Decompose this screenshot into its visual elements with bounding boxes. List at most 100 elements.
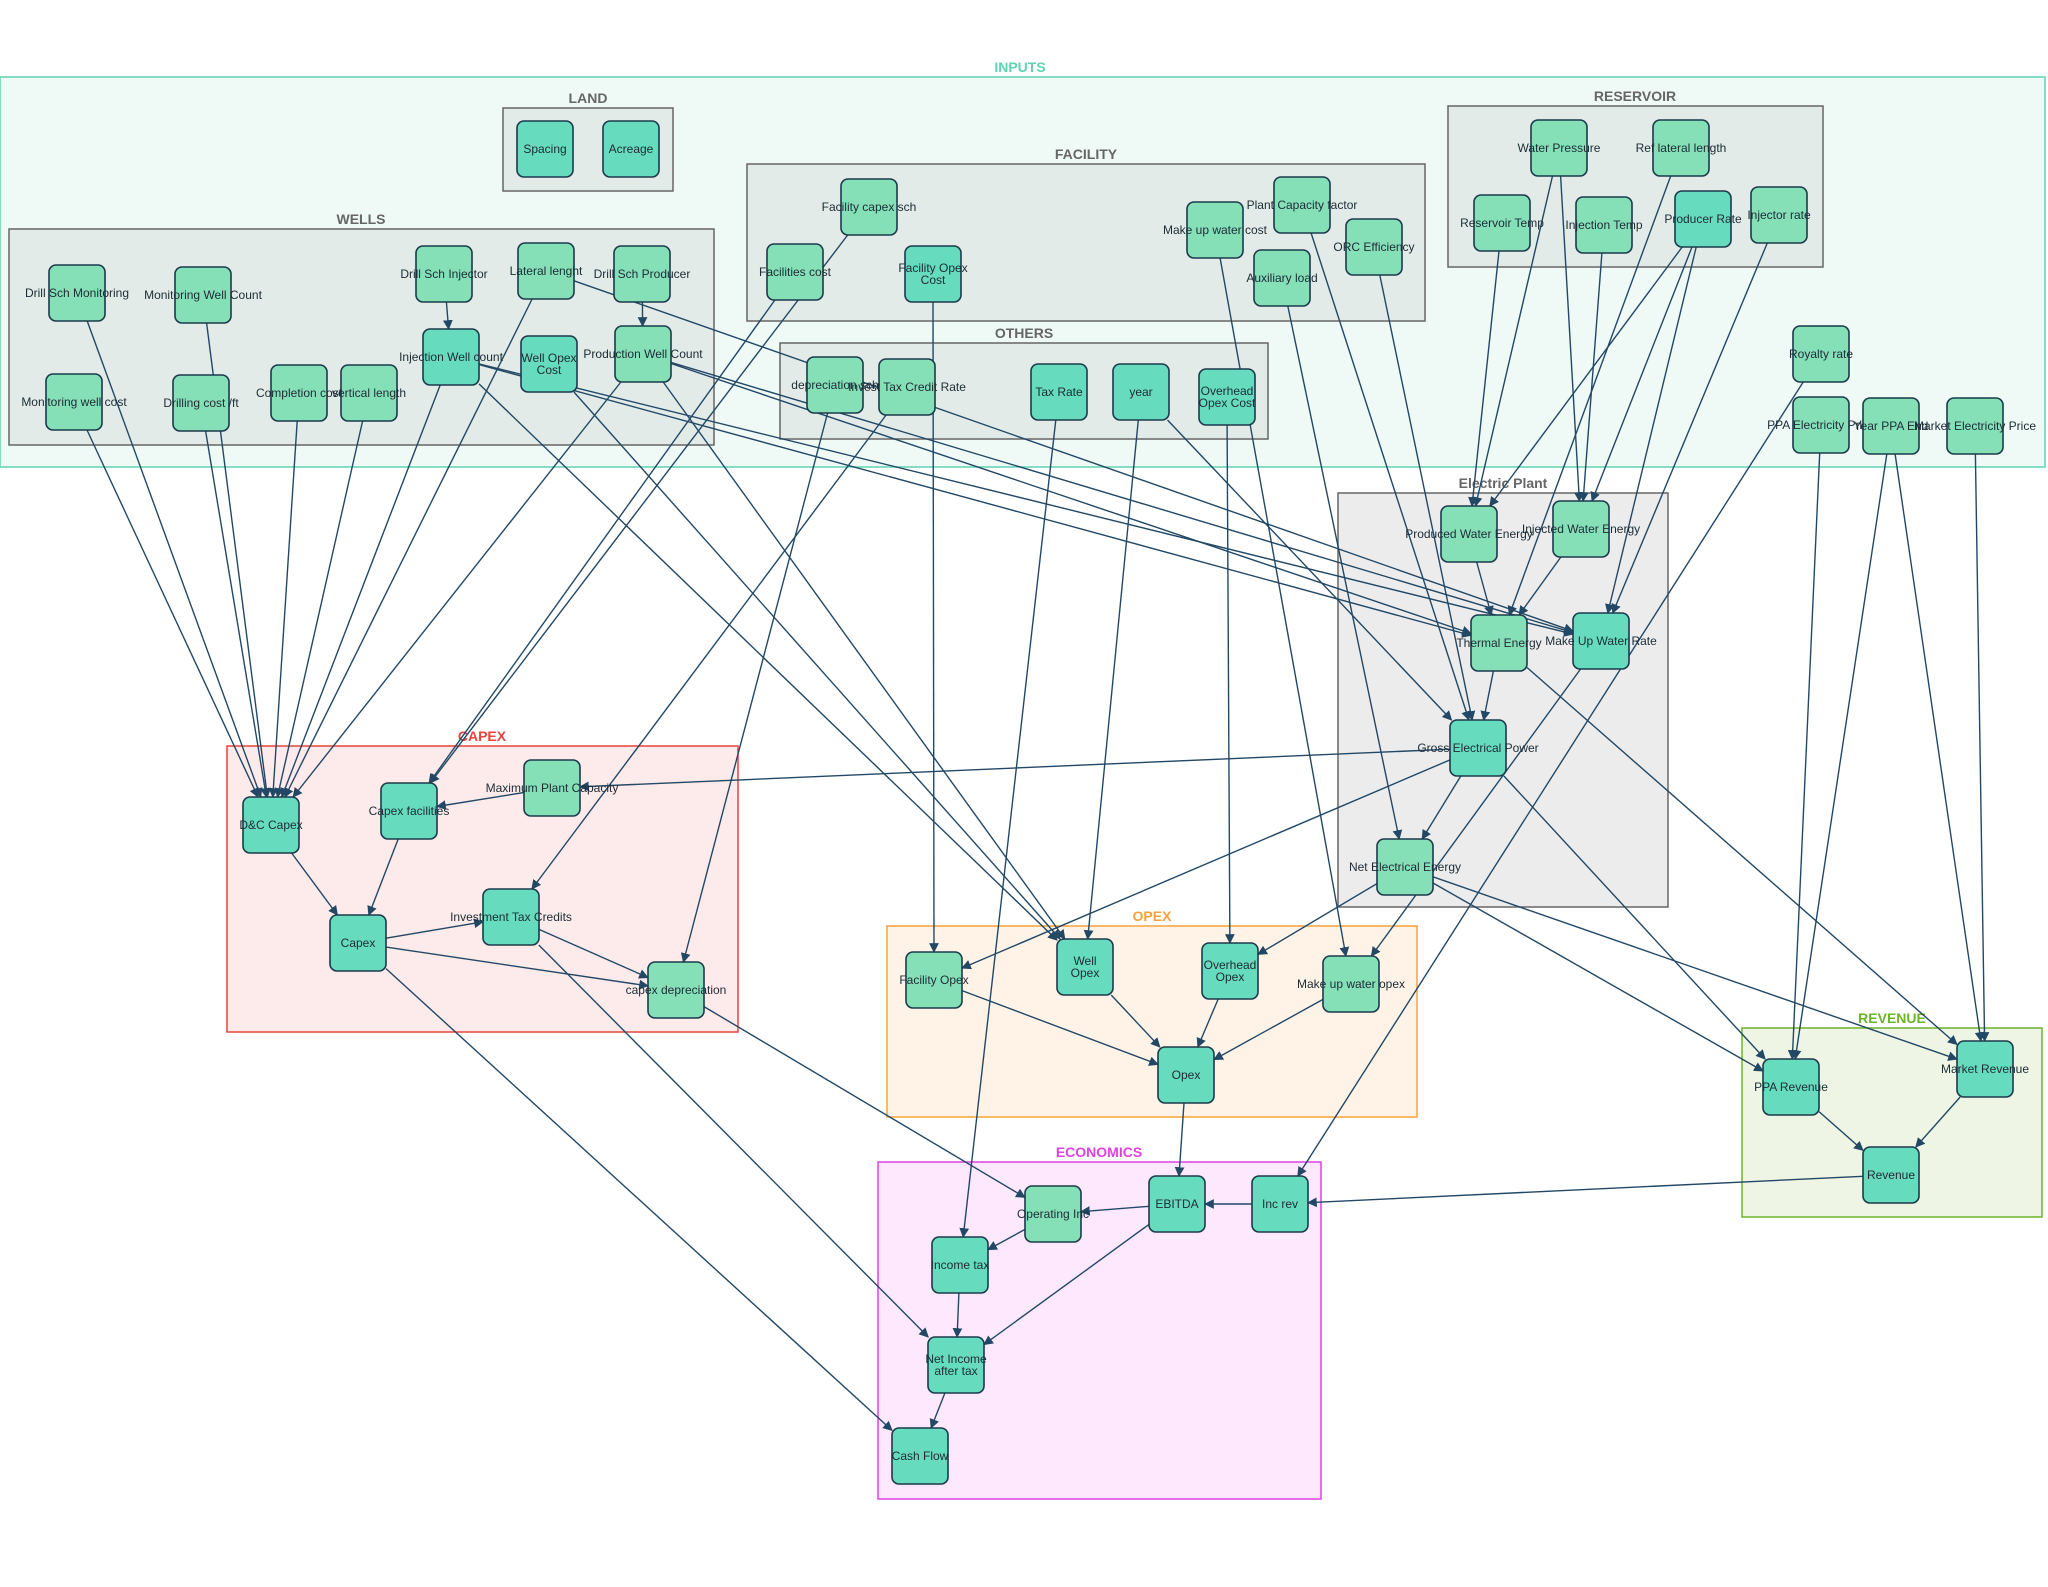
node-tax-rate-box[interactable] — [1030, 363, 1088, 421]
node-investment-tax-credits[interactable]: Investment Tax Credits — [450, 888, 572, 946]
node-royalty-rate[interactable]: Royalty rate — [1789, 325, 1853, 383]
node-lateral-lenght-box[interactable] — [517, 242, 575, 300]
node-ppa-electricity-price-box[interactable] — [1792, 396, 1850, 454]
node-ppa-revenue-box[interactable] — [1762, 1058, 1820, 1116]
node-opex-box[interactable] — [1157, 1046, 1215, 1104]
node-well-opex-cost-box[interactable] — [520, 335, 578, 393]
node-dc-capex[interactable]: D&C Capex — [239, 796, 303, 854]
node-gross-electrical-power[interactable]: Gross Electrical Power — [1417, 719, 1539, 777]
node-year[interactable]: year — [1112, 363, 1170, 421]
node-inc-rev[interactable]: Inc rev — [1251, 1175, 1309, 1233]
node-depreciation-sch[interactable]: depreciation sch — [791, 356, 879, 414]
node-royalty-rate-box[interactable] — [1792, 325, 1850, 383]
node-spacing-box[interactable] — [516, 120, 574, 178]
node-capex-depreciation-box[interactable] — [647, 961, 705, 1019]
node-facility-opex[interactable]: Facility Opex — [899, 951, 969, 1009]
node-investment-tax-credits-box[interactable] — [482, 888, 540, 946]
node-auxiliary-load[interactable]: Auxiliary load — [1246, 249, 1318, 307]
node-production-well-count-box[interactable] — [614, 325, 672, 383]
node-year-box[interactable] — [1112, 363, 1170, 421]
node-gross-electrical-power-box[interactable] — [1449, 719, 1507, 777]
node-overhead-opex-cost-box[interactable] — [1198, 368, 1256, 426]
node-ppa-electricity-price[interactable]: PPA Electricity Price — [1767, 396, 1875, 454]
node-injection-temp-box[interactable] — [1575, 196, 1633, 254]
node-completion-cost[interactable]: Completion cost — [256, 364, 343, 422]
node-capex-facilities-box[interactable] — [380, 782, 438, 840]
node-thermal-energy[interactable]: Thermal Energy — [1456, 614, 1542, 672]
node-ppa-revenue[interactable]: PPA Revenue — [1754, 1058, 1828, 1116]
node-monitoring-well-cost[interactable]: Monitoring well cost — [21, 373, 127, 431]
node-invest-tax-credit-rate[interactable]: Invest Tax Credit Rate — [848, 358, 966, 416]
node-operating-inc[interactable]: Operating Inc — [1017, 1185, 1089, 1243]
node-injected-water-energy[interactable]: Injected Water Energy — [1522, 500, 1640, 558]
node-produced-water-energy-box[interactable] — [1440, 505, 1498, 563]
node-lateral-lenght[interactable]: Lateral lenght — [510, 242, 583, 300]
node-cash-flow[interactable]: Cash Flow — [891, 1427, 949, 1485]
node-opex[interactable]: Opex — [1157, 1046, 1215, 1104]
node-acreage-box[interactable] — [602, 120, 660, 178]
node-facility-capex-sch-box[interactable] — [840, 178, 898, 236]
node-drill-sch-producer[interactable]: Drill Sch Producer — [594, 245, 691, 303]
node-monitoring-well-count[interactable]: Monitoring Well Count — [144, 266, 263, 324]
node-invest-tax-credit-rate-box[interactable] — [878, 358, 936, 416]
node-maximum-plant-capacity-box[interactable] — [523, 759, 581, 817]
node-facilities-cost[interactable]: Facilities cost — [759, 243, 832, 301]
node-inc-rev-box[interactable] — [1251, 1175, 1309, 1233]
node-auxiliary-load-box[interactable] — [1253, 249, 1311, 307]
node-capex[interactable]: Capex — [329, 914, 387, 972]
node-facility-opex-cost-box[interactable] — [904, 245, 962, 303]
node-tax-rate[interactable]: Tax Rate — [1030, 363, 1088, 421]
node-monitoring-well-cost-box[interactable] — [45, 373, 103, 431]
node-well-opex-box[interactable] — [1056, 938, 1114, 996]
node-ebitda-box[interactable] — [1148, 1175, 1206, 1233]
node-net-income-after-tax-box[interactable] — [927, 1336, 985, 1394]
node-injection-well-count[interactable]: Injection Well count — [399, 328, 504, 386]
node-dc-capex-box[interactable] — [242, 796, 300, 854]
node-thermal-energy-box[interactable] — [1470, 614, 1528, 672]
node-operating-inc-box[interactable] — [1024, 1185, 1082, 1243]
node-make-up-water-opex[interactable]: Make up water opex — [1297, 955, 1405, 1013]
node-acreage[interactable]: Acreage — [602, 120, 660, 178]
node-drill-sch-monitoring[interactable]: Drill Sch Monitoring — [25, 264, 129, 322]
node-market-electricity-price-box[interactable] — [1946, 397, 2004, 455]
node-production-well-count[interactable]: Production Well Count — [583, 325, 703, 383]
node-spacing[interactable]: Spacing — [516, 120, 574, 178]
node-injection-well-count-box[interactable] — [422, 328, 480, 386]
node-revenue[interactable]: Revenue — [1862, 1146, 1920, 1204]
node-water-pressure-box[interactable] — [1530, 119, 1588, 177]
node-ebitda[interactable]: EBITDA — [1148, 1175, 1206, 1233]
node-vertical-length-box[interactable] — [340, 364, 398, 422]
node-produced-water-energy[interactable]: Produced Water Energy — [1405, 505, 1533, 563]
node-maximum-plant-capacity[interactable]: Maximum Plant Capacity — [486, 759, 619, 817]
node-ref-lateral-length-box[interactable] — [1652, 119, 1710, 177]
node-drilling-cost-ft[interactable]: Drilling cost /ft — [163, 374, 239, 432]
node-make-up-water-cost-box[interactable] — [1186, 201, 1244, 259]
node-completion-cost-box[interactable] — [270, 364, 328, 422]
node-make-up-water-opex-box[interactable] — [1322, 955, 1380, 1013]
node-ref-lateral-length[interactable]: Ref lateral length — [1636, 119, 1727, 177]
node-injector-rate[interactable]: Injector rate — [1747, 186, 1811, 244]
node-overhead-opex-box[interactable] — [1201, 942, 1259, 1000]
node-capex-depreciation[interactable]: capex depreciation — [626, 961, 727, 1019]
node-injector-rate-box[interactable] — [1750, 186, 1808, 244]
node-drilling-cost-ft-box[interactable] — [172, 374, 230, 432]
node-producer-rate[interactable]: Producer Rate — [1664, 190, 1742, 248]
node-facility-capex-sch[interactable]: Facility capex sch — [822, 178, 917, 236]
node-year-ppa-end[interactable]: Year PPA End — [1854, 397, 1929, 455]
node-year-ppa-end-box[interactable] — [1862, 397, 1920, 455]
node-drill-sch-monitoring-box[interactable] — [48, 264, 106, 322]
node-capex-box[interactable] — [329, 914, 387, 972]
node-facility-opex-box[interactable] — [905, 951, 963, 1009]
node-net-electrical-energy-box[interactable] — [1376, 838, 1434, 896]
node-drill-sch-injector-box[interactable] — [415, 245, 473, 303]
node-market-revenue[interactable]: Market Revenue — [1941, 1040, 2029, 1098]
node-reservoir-temp[interactable]: Reservoir Temp — [1460, 194, 1544, 252]
node-producer-rate-box[interactable] — [1674, 190, 1732, 248]
node-net-electrical-energy[interactable]: Net Electrical Energy — [1349, 838, 1461, 896]
node-injection-temp[interactable]: Injection Temp — [1565, 196, 1643, 254]
